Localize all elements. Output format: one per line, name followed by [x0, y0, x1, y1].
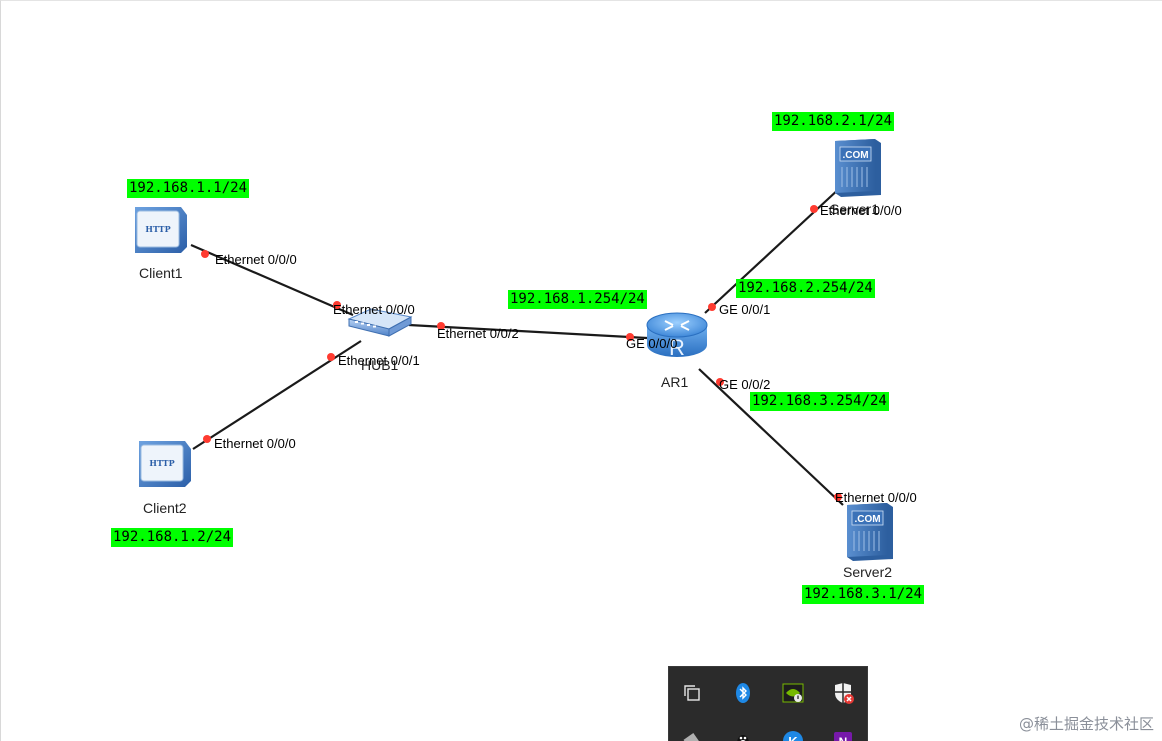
hub-icon	[347, 308, 413, 337]
port-dot	[333, 301, 341, 309]
ar1-router-device[interactable]: R	[645, 307, 709, 367]
client1-name: Client1	[139, 265, 183, 281]
client2-device[interactable]: HTTP	[133, 439, 195, 491]
port-label-hub-eth0: Ethernet 0/0/0	[333, 302, 415, 317]
port-label-hub-eth1: Ethernet 0/0/1	[338, 353, 420, 368]
port-dot	[203, 435, 211, 443]
server-icon: .COM	[847, 503, 893, 561]
ip-label-ar1-g002[interactable]: 192.168.3.254/24	[750, 392, 889, 411]
svg-text:K: K	[788, 734, 798, 741]
ip-label-server1[interactable]: 192.168.2.1/24	[772, 112, 895, 131]
port-label-server1-eth: Ethernet 0/0/0	[820, 203, 902, 218]
port-label-ar1-ge0: GE 0/0/0	[626, 336, 678, 351]
link-ar1-server1	[704, 186, 842, 314]
port-label-client2-eth: Ethernet 0/0/0	[214, 436, 296, 451]
server2-name: Server2	[843, 564, 893, 580]
server-icon: .COM	[835, 139, 881, 197]
port-dot	[626, 333, 634, 341]
http-badge: HTTP	[149, 458, 174, 468]
port-dot	[716, 378, 724, 386]
http-client-icon: HTTP	[139, 441, 191, 487]
ip-label-ar1-g001[interactable]: 192.168.2.254/24	[736, 279, 875, 298]
server1-device[interactable]: .COM	[833, 137, 883, 199]
client1-device[interactable]: HTTP	[129, 205, 191, 257]
link-client2-hub1	[192, 340, 362, 450]
link-client1-hub1	[190, 243, 354, 317]
link-hub1-ar1	[408, 323, 648, 340]
port-label-server2-eth: Ethernet 0/0/0	[835, 490, 917, 505]
port-label-hub-eth2: Ethernet 0/0/2	[437, 326, 519, 341]
hub1-name: HUB1	[361, 357, 399, 373]
ip-label-ar1-g000[interactable]: 192.168.1.254/24	[508, 290, 647, 309]
port-label-client1-eth: Ethernet 0/0/0	[215, 252, 297, 267]
onenote-icon[interactable]: N	[831, 729, 855, 741]
ar1-name: AR1	[661, 374, 689, 390]
server-badge: .COM	[854, 514, 880, 525]
server2-device[interactable]: .COM	[845, 501, 895, 563]
server-badge: .COM	[842, 150, 868, 161]
server1-name: Server1	[830, 201, 880, 217]
nvidia-icon[interactable]	[781, 681, 805, 705]
svg-text:N: N	[839, 735, 848, 741]
kugou-icon[interactable]: K	[781, 729, 805, 741]
port-label-ar1-ge1: GE 0/0/1	[719, 302, 771, 317]
security-shield-icon[interactable]	[831, 681, 855, 705]
ip-label-client1[interactable]: 192.168.1.1/24	[127, 179, 250, 198]
http-client-icon: HTTP	[135, 207, 187, 253]
port-dot	[708, 303, 716, 311]
system-tray-popup: K N	[668, 666, 868, 741]
router-badge: R	[669, 335, 685, 360]
usb-drive-icon[interactable]	[681, 729, 705, 741]
hub1-device[interactable]	[347, 305, 413, 339]
port-dot	[201, 250, 209, 258]
client2-name: Client2	[143, 500, 187, 516]
watermark: @稀土掘金技术社区	[1018, 715, 1154, 733]
port-dot	[327, 353, 335, 361]
port-dot	[810, 205, 818, 213]
router-icon: R	[646, 312, 708, 360]
ip-label-server2[interactable]: 192.168.3.1/24	[802, 585, 925, 604]
port-label-ar1-ge2: GE 0/0/2	[719, 377, 771, 392]
link-ar1-server2	[698, 368, 844, 506]
bluetooth-icon[interactable]	[731, 681, 755, 705]
http-badge: HTTP	[145, 224, 170, 234]
penguin-icon[interactable]	[731, 729, 755, 741]
port-dot	[437, 322, 445, 330]
port-dot	[834, 493, 842, 501]
ip-label-client2[interactable]: 192.168.1.2/24	[111, 528, 234, 547]
window-switch-icon[interactable]	[681, 681, 705, 705]
